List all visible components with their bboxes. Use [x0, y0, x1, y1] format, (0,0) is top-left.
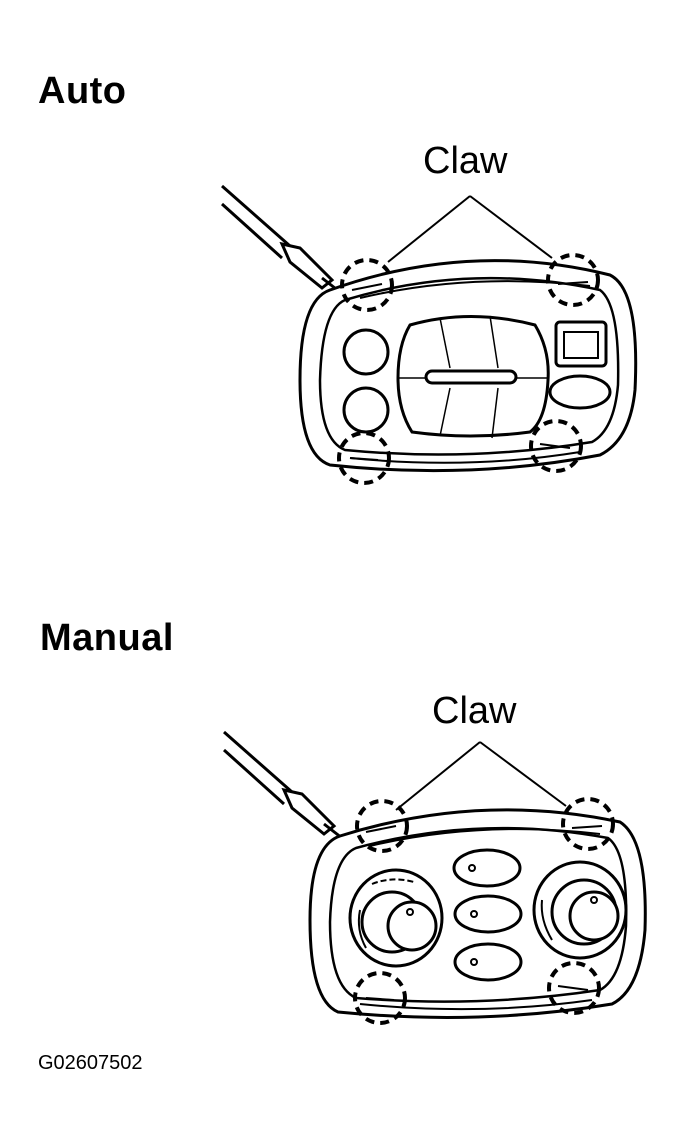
manual-claw-top-right	[561, 797, 615, 851]
auto-right-button	[548, 374, 612, 410]
manual-claw-top-left	[355, 799, 409, 853]
manual-left-knob	[348, 868, 444, 968]
auto-left-upper-button	[342, 328, 390, 376]
auto-claw-bottom-right	[529, 419, 583, 473]
auto-claw-top-left	[340, 258, 394, 312]
manual-claw-bottom-left	[353, 971, 407, 1025]
auto-left-lower-button	[342, 386, 390, 434]
auto-claw-markers	[337, 253, 600, 485]
manual-heading: Manual	[40, 617, 174, 659]
auto-claw-bottom-left	[337, 431, 391, 485]
auto-claw-leader-lines	[387, 195, 553, 263]
figure-code: G02607502	[38, 1052, 143, 1074]
manual-screwdriver-icon	[222, 730, 343, 840]
manual-center-button-middle	[453, 894, 523, 934]
manual-claw-label: Claw	[432, 690, 517, 732]
auto-claw-top-right	[546, 253, 600, 307]
auto-heading: Auto	[38, 70, 127, 112]
auto-center-display	[396, 315, 550, 439]
manual-claw-leader-lines	[395, 741, 567, 811]
manual-center-buttons	[452, 848, 523, 982]
manual-center-button-bottom	[453, 942, 523, 982]
manual-claw-markers	[353, 797, 615, 1025]
manual-center-button-top	[452, 848, 522, 888]
manual-right-knob	[532, 860, 628, 960]
manual-claw-bottom-right	[547, 961, 601, 1015]
auto-control-panel-diagram	[220, 184, 638, 485]
auto-claw-label: Claw	[423, 140, 508, 182]
